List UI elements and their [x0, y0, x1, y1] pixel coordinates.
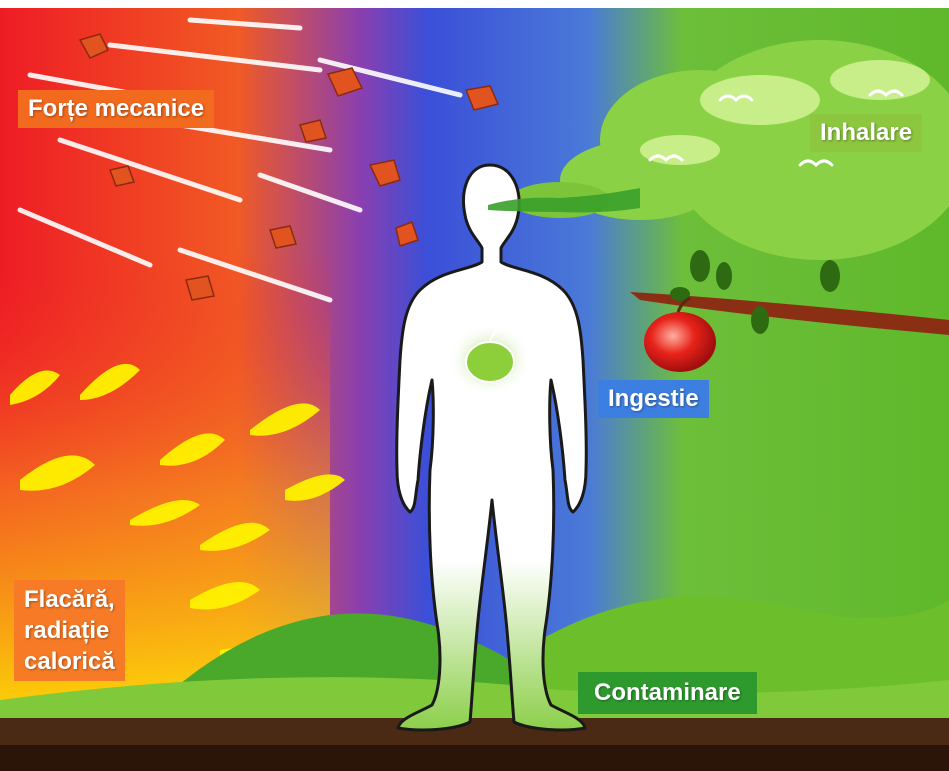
label-flame-line3: calorică	[24, 646, 115, 677]
label-flame-line2: radiație	[24, 615, 115, 646]
ground-shadow	[0, 745, 949, 771]
label-contamination: Contaminare	[578, 672, 757, 714]
label-flame-line1: Flacără,	[24, 584, 115, 615]
label-ingestion: Ingestie	[598, 380, 709, 418]
label-inhalation: Inhalare	[810, 114, 922, 152]
top-border	[0, 0, 949, 8]
label-flame-radiation: Flacără, radiație calorică	[14, 580, 125, 681]
label-mechanical-forces: Forțe mecanice	[18, 90, 214, 128]
